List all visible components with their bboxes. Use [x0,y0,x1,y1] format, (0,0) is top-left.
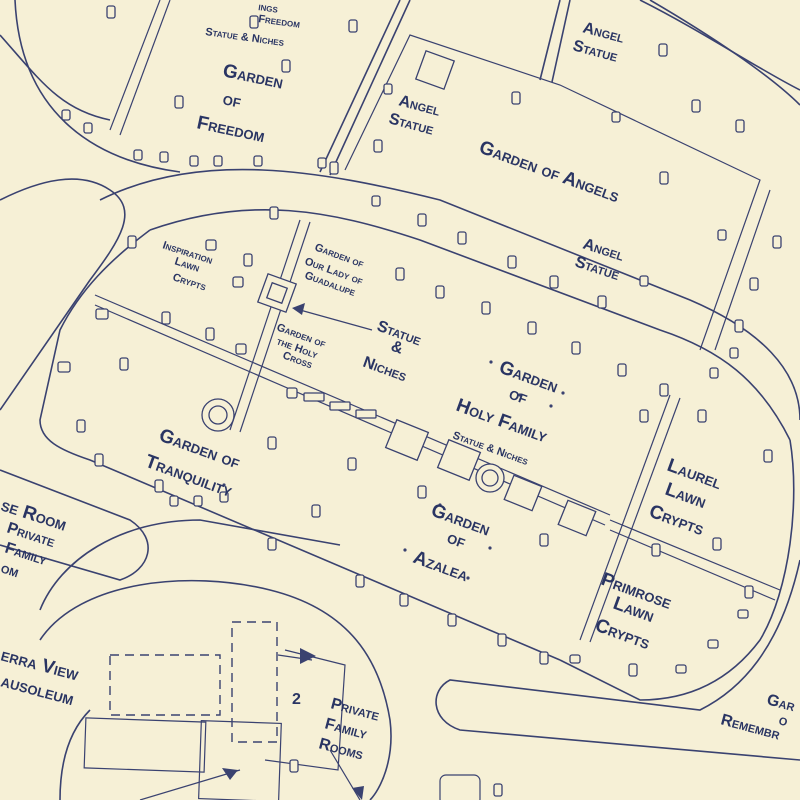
structures [83,49,597,800]
map-labels: ings Freedom Statue & Niches Garden of F… [0,1,797,763]
label-room-number: 2 [292,691,301,708]
label-statue-niches-2: & [389,338,406,358]
label-freedom-top: Freedom [258,13,301,31]
label-inspiration-3: Crypts [171,271,208,293]
label-garden-of-freedom-2: of [221,88,243,112]
label-holy-family-2: of [506,383,530,409]
plot-markers [57,5,782,797]
label-garden-of-angels: Garden of Angels [476,137,622,207]
label-statue-niches-top: Statue & Niches [205,26,286,49]
label-springs: ings [258,1,280,16]
label-remembrance-1: Gar [765,691,797,715]
arrows [222,303,373,800]
label-garden-of-freedom-3: Freedom [195,112,267,147]
label-statue-niches-3: Niches [361,354,409,385]
label-azalea-3: Azalea [410,547,471,586]
label-azalea-2: of [444,527,468,553]
decor-dots [160,360,565,580]
label-rose-room-4: om [0,560,21,582]
label-remembrance-3: Remembr [719,711,782,743]
